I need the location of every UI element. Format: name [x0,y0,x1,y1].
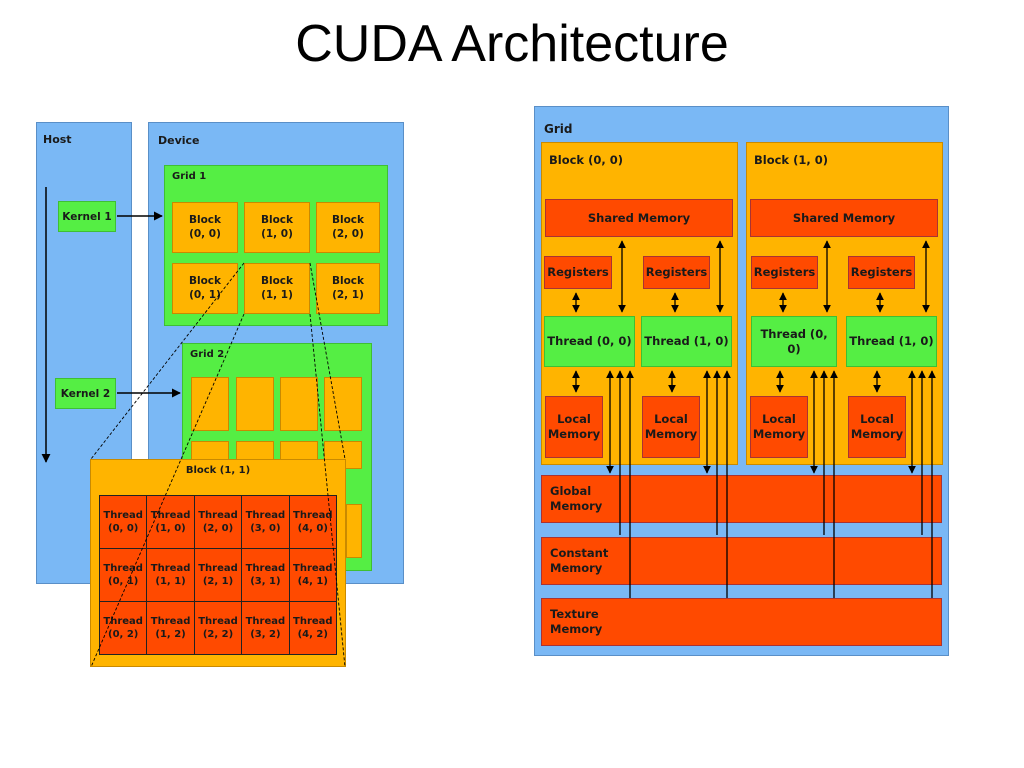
local-memory: Local Memory [642,396,700,458]
grid2-block [191,377,229,431]
thread-cell: Thread (1, 2) [146,601,195,655]
grid1-block: Block (2, 0) [316,202,380,253]
block-1-0-label: Block (1, 0) [754,153,828,167]
block-detail-label: Block (1, 1) [185,465,251,476]
grid1-block: Block (0, 1) [172,263,238,314]
grid-1-label: Grid 1 [172,171,207,182]
thread-cell: Thread (4, 2) [288,601,337,655]
thread-cell: Thread (2, 0) [193,495,243,549]
grid2-block [280,377,318,431]
thread-cell: Thread (3, 2) [241,601,290,655]
local-memory: Local Memory [750,396,808,458]
shared-memory: Shared Memory [545,199,733,237]
texture-memory: Texture Memory [541,598,942,646]
thread-cell: Thread (4, 1) [288,548,337,602]
grid-label: Grid [544,122,573,136]
kernel-2-box: Kernel 2 [55,378,116,409]
local-memory: Local Memory [848,396,906,458]
thread-cell: Thread (4, 0) [288,495,337,549]
thread-box: Thread (0, 0) [544,316,635,367]
thread-cell: Thread (2, 2) [193,601,243,655]
grid1-block: Block (1, 0) [244,202,310,253]
device-label: Device [158,134,200,147]
thread-cell: Thread (0, 0) [99,495,148,549]
grid2-block [324,377,362,431]
thread-cell: Thread (3, 1) [241,548,290,602]
grid1-block: Block (2, 1) [316,263,380,314]
thread-cell: Thread (0, 2) [99,601,148,655]
thread-cell: Thread (0, 1) [99,548,148,602]
grid1-block: Block (0, 0) [172,202,238,253]
registers: Registers [751,256,818,289]
local-memory: Local Memory [545,396,603,458]
slide-title: CUDA Architecture [295,15,729,73]
thread-box: Thread (1, 0) [846,316,937,367]
grid2-block [236,377,274,431]
global-memory: Global Memory [541,475,942,523]
thread-box: Thread (0, 0) [751,316,837,367]
thread-grid: Thread (0, 0)Thread (1, 0)Thread (2, 0)T… [99,495,337,655]
thread-cell: Thread (3, 0) [241,495,290,549]
grid-2-label: Grid 2 [190,349,225,360]
grid1-block-highlighted: Block (1, 1) [244,263,310,314]
registers: Registers [848,256,915,289]
thread-box: Thread (1, 0) [641,316,732,367]
thread-cell: Thread (1, 1) [146,548,195,602]
constant-memory: Constant Memory [541,537,942,585]
thread-cell: Thread (1, 0) [146,495,195,549]
host-label: Host [43,133,72,146]
registers: Registers [643,256,710,289]
registers: Registers [544,256,612,289]
grid2-block [346,504,362,558]
shared-memory: Shared Memory [750,199,938,237]
thread-cell: Thread (2, 1) [193,548,243,602]
kernel-1-box: Kernel 1 [58,201,116,232]
block-0-0-label: Block (0, 0) [549,153,623,167]
